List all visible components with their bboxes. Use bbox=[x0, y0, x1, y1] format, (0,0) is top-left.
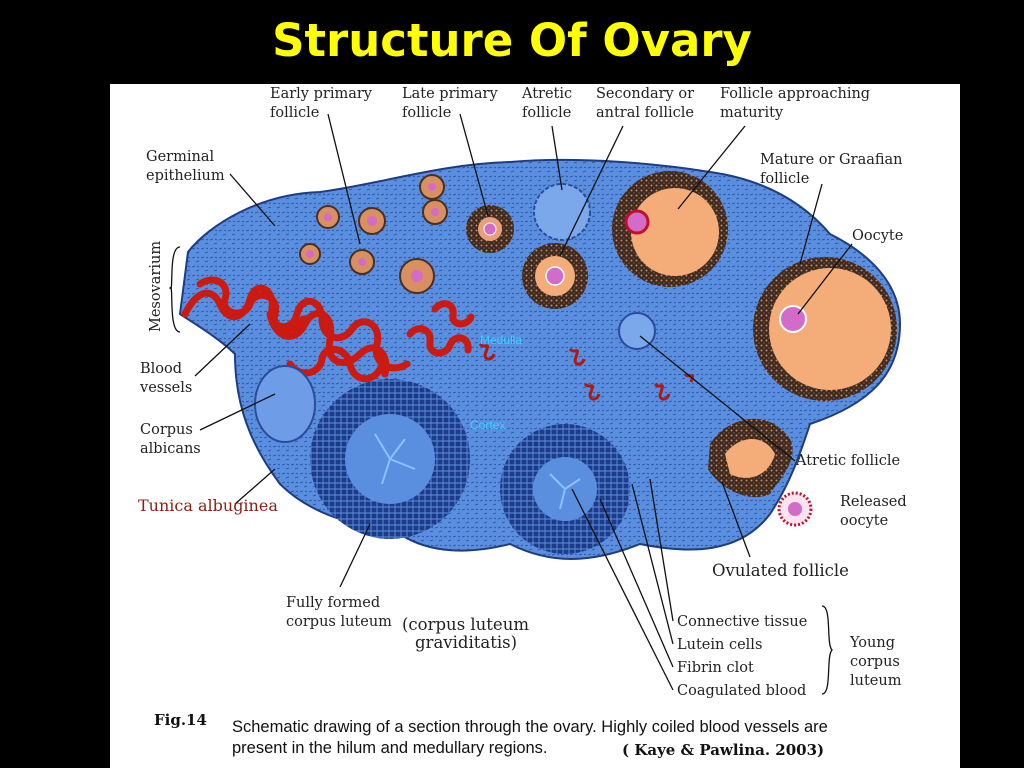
ovary-diagram: Medulla Cortex Early primary follicle La… bbox=[138, 86, 907, 759]
label-young-corpus-luteum-2: corpus bbox=[850, 654, 900, 670]
graafian-follicle bbox=[753, 257, 897, 401]
cortex-label: Cortex bbox=[470, 418, 505, 432]
label-graafian-follicle-1: Mature or Graafian bbox=[760, 152, 903, 168]
caption-citation: ( Kaye & Pawlina. 2003) bbox=[622, 741, 824, 759]
label-atretic-follicle-right: Atretic follicle bbox=[795, 453, 900, 469]
label-early-primary-follicle-1: Early primary bbox=[270, 86, 373, 102]
young-corpus-luteum bbox=[500, 424, 630, 554]
atretic-follicle-right bbox=[618, 312, 656, 350]
label-mesovarium: Mesovarium bbox=[148, 241, 164, 332]
label-corpus-luteum-graviditatis-1: (corpus luteum bbox=[402, 615, 529, 634]
slide-title: Structure Of Ovary bbox=[272, 14, 752, 67]
figure-panel: Medulla Cortex Early primary follicle La… bbox=[110, 84, 960, 768]
label-late-primary-follicle-1: Late primary bbox=[402, 86, 498, 102]
caption-fig-number: Fig.14 bbox=[154, 711, 207, 729]
label-young-corpus-luteum-3: luteum bbox=[850, 673, 902, 689]
fully-formed-corpus-luteum bbox=[310, 379, 470, 539]
early-primary-follicles bbox=[299, 174, 448, 294]
corpus-albicans bbox=[254, 365, 316, 443]
label-lutein-cells: Lutein cells bbox=[677, 637, 762, 653]
late-primary-follicle bbox=[466, 205, 514, 253]
follicle-approaching-maturity bbox=[612, 171, 728, 287]
released-oocyte bbox=[777, 491, 813, 527]
caption-text-line2: present in the hilum and medullary regio… bbox=[232, 739, 548, 757]
label-fully-formed-corpus-luteum-1: Fully formed bbox=[286, 595, 380, 611]
label-graafian-follicle-2: follicle bbox=[760, 171, 809, 187]
label-blood-vessels-2: vessels bbox=[139, 380, 192, 396]
label-ovulated-follicle: Ovulated follicle bbox=[712, 561, 849, 580]
label-released-oocyte-2: oocyte bbox=[840, 513, 888, 529]
label-released-oocyte-1: Released bbox=[840, 494, 907, 510]
label-tunica-albuginea: Tunica albuginea bbox=[138, 496, 278, 515]
label-atretic-follicle-top-2: follicle bbox=[522, 105, 571, 121]
label-early-primary-follicle-2: follicle bbox=[270, 105, 319, 121]
label-corpus-luteum-graviditatis-2: graviditatis) bbox=[415, 633, 517, 652]
secondary-follicle bbox=[522, 243, 588, 309]
label-follicle-approaching-maturity-1: Follicle approaching bbox=[720, 86, 870, 102]
label-fibrin-clot: Fibrin clot bbox=[677, 660, 754, 676]
medulla-label: Medulla bbox=[480, 333, 522, 347]
label-secondary-follicle-1: Secondary or bbox=[596, 86, 694, 102]
blood-vessel-coils bbox=[181, 276, 475, 382]
label-atretic-follicle-top-1: Atretic bbox=[521, 86, 572, 102]
label-oocyte: Oocyte bbox=[852, 228, 903, 244]
label-young-corpus-luteum-1: Young bbox=[849, 635, 895, 651]
caption-text-line1: Schematic drawing of a section through t… bbox=[232, 718, 828, 736]
label-germinal-epithelium-1: Germinal bbox=[146, 149, 214, 165]
label-secondary-follicle-2: antral follicle bbox=[596, 105, 694, 121]
atretic-follicle-top bbox=[533, 183, 591, 241]
label-connective-tissue: Connective tissue bbox=[677, 614, 807, 630]
label-blood-vessels-1: Blood bbox=[140, 361, 182, 377]
label-coagulated-blood: Coagulated blood bbox=[677, 683, 806, 699]
label-follicle-approaching-maturity-2: maturity bbox=[720, 105, 784, 121]
label-late-primary-follicle-2: follicle bbox=[402, 105, 451, 121]
label-corpus-albicans-2: albicans bbox=[140, 441, 201, 457]
label-corpus-albicans-1: Corpus bbox=[140, 422, 193, 438]
label-germinal-epithelium-2: epithelium bbox=[146, 168, 225, 184]
label-fully-formed-corpus-luteum-2: corpus luteum bbox=[286, 614, 392, 630]
